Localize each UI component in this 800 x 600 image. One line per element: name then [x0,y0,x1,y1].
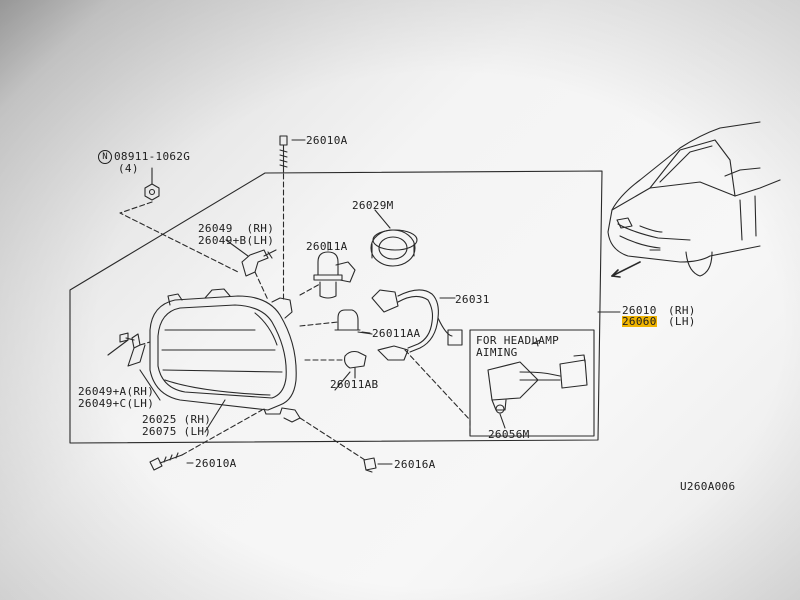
bracket-rh-label: 26049 (RH) [198,222,275,235]
aiming-subbox [469,329,595,437]
assembly-lh-number-highlighted: 26060 [622,315,657,328]
lower-bracket-shape [107,332,151,367]
harness-shape [371,289,463,361]
aiming-title-line2: AIMING [476,346,518,359]
bulb-26011a-label: 26011A [306,240,348,253]
lens-rh-label: 26025 (RH) [142,413,212,426]
bulb-26011aa-label: 26011AA [372,327,421,340]
car-shape [607,121,781,278]
assembly-frame [69,170,603,444]
harness-label: 26031 [455,293,490,306]
bracket2-rh-label: 26049+A(RH) [78,385,155,398]
bulb-26011ab-shape [304,350,367,379]
assembly-rh-side: (RH) [668,304,696,317]
nut-part-number: 08911-1062G [114,150,191,163]
bulb-26011ab-label: 26011AB [330,378,379,391]
clip-bottom-shape [299,417,393,473]
bracket2-lh-label: 26049+C(LH) [78,397,155,410]
nut-marker: N [98,150,112,164]
bulb-cover-shape [370,209,418,267]
bulb-26011aa-shape [299,309,373,335]
bracket-shape [225,239,277,301]
bulb-26011a-shape [299,241,356,299]
bracket-lh-label: 26049+B(LH) [198,234,275,247]
diagram-code: U260A006 [680,480,736,493]
nut-quantity: (4) [118,162,139,175]
aiming-motor-label: 26056M [488,428,530,441]
aiming-motor-shape [404,337,588,437]
clip-bottom-label: 26016A [394,458,436,471]
aiming-title-line1: FOR HEADLAMP [476,334,560,347]
assembly-rh-number: 26010 [622,304,657,317]
bolt-top-shape [279,135,306,301]
assembly-lh-side: (LH) [668,315,696,328]
lens-lh-label: 26075 (LH) [142,425,212,438]
bolt-bottom-label: 26010A [195,457,237,470]
headlamp-unit [149,288,301,423]
bulb-cover-label: 26029M [352,199,394,212]
bolt-top-label: 26010A [306,134,348,147]
bolt-bottom-shape [149,409,263,471]
nut-shape [119,167,239,273]
